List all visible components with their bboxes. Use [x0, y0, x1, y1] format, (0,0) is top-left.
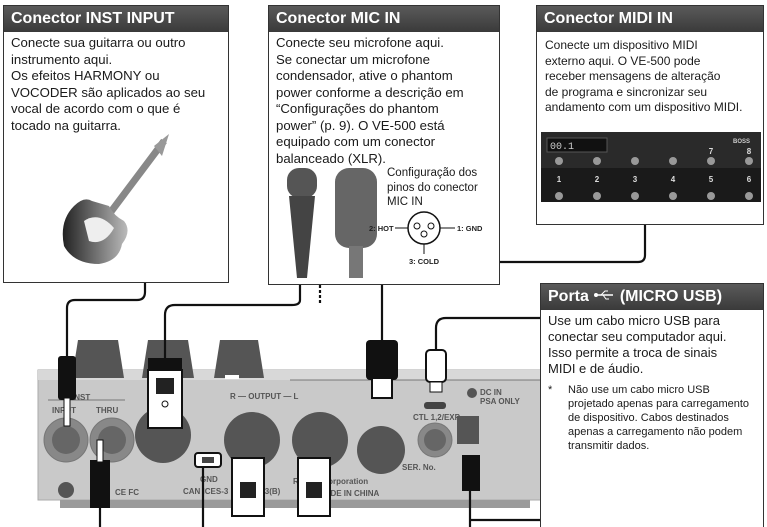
usb-title: Porta (MICRO USB): [541, 284, 763, 311]
device-display: 00.1: [550, 142, 574, 153]
midi-controller-device: 00.1 BOSS 7 8 1 2 3 4 5 6: [541, 132, 761, 202]
xlr-pin-diagram: 2: HOT 1: GND 3: COLD: [369, 211, 483, 266]
mic-in-text: power” (p. 9). O VE-500 está: [276, 117, 445, 133]
midi-in-text: receber mensagens de alteração: [545, 69, 721, 83]
midi-plug: [366, 340, 398, 380]
mic-in-title: Conector MIC IN: [269, 6, 499, 32]
thru-plug: [90, 460, 110, 508]
mic-illustrations: 2: HOT 1: GND 3: COLD: [287, 168, 483, 278]
midi-in-title: Conector MIDI IN: [537, 6, 763, 32]
mic-xlr-plug: [148, 358, 182, 372]
usb-title-prefix: Porta: [548, 288, 589, 306]
output-label: R — OUTPUT — L: [230, 392, 299, 401]
mic-in-text: “Configurações do phantom: [276, 101, 439, 116]
inst-input-callout: Conector INST INPUT Conecte sua guitarra…: [3, 5, 229, 283]
ce-fc-marks: CE FC: [115, 488, 139, 497]
usb-callout: Porta (MICRO USB) Use um cabo micro USB …: [540, 283, 764, 527]
pin-caption-line: MIC IN: [387, 196, 423, 208]
inst-input-text: Os efeitos HARMONY ou: [11, 68, 160, 83]
pin-hot-label: 2: HOT: [369, 224, 394, 233]
inst-input-text: tocado na guitarra.: [11, 117, 121, 133]
midi-in-text: andamento com um dispositivo MIDI.: [545, 100, 743, 114]
dc-in-label: DC IN: [480, 388, 502, 397]
plugs: [58, 340, 480, 517]
psa-label: PSA ONLY: [480, 397, 521, 406]
pin-caption-line: Configuração dos: [387, 167, 478, 179]
dc-in-jack[interactable]: [457, 416, 479, 444]
output-l-jack[interactable]: [292, 412, 348, 468]
mic-in-text: Se conectar um microfone: [276, 51, 430, 67]
note-marker: *: [548, 384, 553, 397]
usb-text: Use um cabo micro USB para: [548, 313, 720, 329]
guitar-icon: [62, 134, 169, 264]
usb-note: * Não use um cabo micro USB projetado ap…: [548, 383, 756, 453]
mic-cable: [163, 275, 302, 360]
footswitch-label: 4: [671, 175, 676, 184]
footswitch-label: 2: [595, 175, 600, 184]
serial-label: SER. No.: [402, 463, 436, 472]
mic-in-text: equipado com um conector: [276, 134, 436, 149]
footswitch-label: 5: [709, 175, 714, 184]
midi-in-callout: Conector MIDI IN Conecte um dispositivo …: [536, 5, 764, 225]
mic-in-text: power conforme a descrição em: [276, 84, 464, 100]
footswitch-label: 1: [557, 175, 562, 184]
usb-cable: [434, 316, 545, 350]
thru-label: THRU: [96, 406, 118, 415]
footswitch-label: 3: [633, 175, 638, 184]
guitar-plug: [58, 356, 76, 400]
mic-in-text: Conecte seu microfone aqui.: [276, 35, 444, 50]
inst-input-text: Conecte sua guitarra ou outro: [11, 35, 186, 50]
inst-input-text: VOCODER são aplicados ao seu: [11, 84, 206, 100]
inst-input-text: vocal de acordo com o que é: [11, 101, 181, 116]
pin-gnd-label: 1: GND: [457, 224, 483, 233]
usb-text: MIDI e de áudio.: [548, 361, 644, 377]
inst-input-title: Conector INST INPUT: [4, 6, 228, 32]
mic-in-callout: Conector MIC IN Conecte seu microfone aq…: [268, 5, 500, 285]
knob: [214, 340, 264, 378]
midi-in-text: de programa e sincronizar seu: [545, 84, 708, 99]
button-8-label: 8: [747, 147, 752, 156]
ctl-label: CTL 1,2/EXP: [413, 413, 461, 422]
midi-in-jack[interactable]: [357, 426, 405, 474]
footswitch-label: 6: [747, 175, 752, 184]
made-in-label: MADE IN CHINA: [318, 489, 380, 498]
knob: [72, 340, 124, 378]
midi-in-text: externo aqui. O VE-500 pode: [545, 53, 701, 68]
gnd-label: GND: [200, 475, 218, 484]
micro-usb-port[interactable]: [424, 402, 446, 409]
device-brand: BOSS: [733, 139, 750, 145]
inst-input-text: instrumento aqui.: [11, 51, 113, 67]
mic-in-text: balanceado (XLR).: [276, 150, 386, 166]
output-r-jack[interactable]: [224, 412, 280, 468]
inst-label: INST: [72, 393, 90, 402]
button-7-label: 7: [709, 147, 714, 156]
pin-caption-line: pinos do conector: [387, 181, 478, 194]
usb-note-text: Não use um cabo micro USB projetado apen…: [568, 384, 750, 453]
usb-title-suffix: (MICRO USB): [619, 288, 723, 306]
dynamic-microphone-icon: [287, 168, 317, 278]
condenser-microphone-icon: [335, 168, 377, 278]
midi-in-text: Conecte um dispositivo MIDI: [545, 38, 698, 52]
usb-text: conectar seu computador aqui.: [548, 329, 727, 345]
mic-in-text: condensador, ative o phantom: [276, 68, 453, 83]
usb-plug: [425, 349, 447, 383]
dc-plug: [462, 455, 480, 491]
usb-text: Isso permite a troca de sinais: [548, 345, 718, 361]
usb-icon: [593, 287, 615, 307]
pin-config-caption: Configuração dos pinos do conector MIC I…: [387, 166, 497, 210]
pin-cold-label: 3: COLD: [409, 257, 440, 266]
